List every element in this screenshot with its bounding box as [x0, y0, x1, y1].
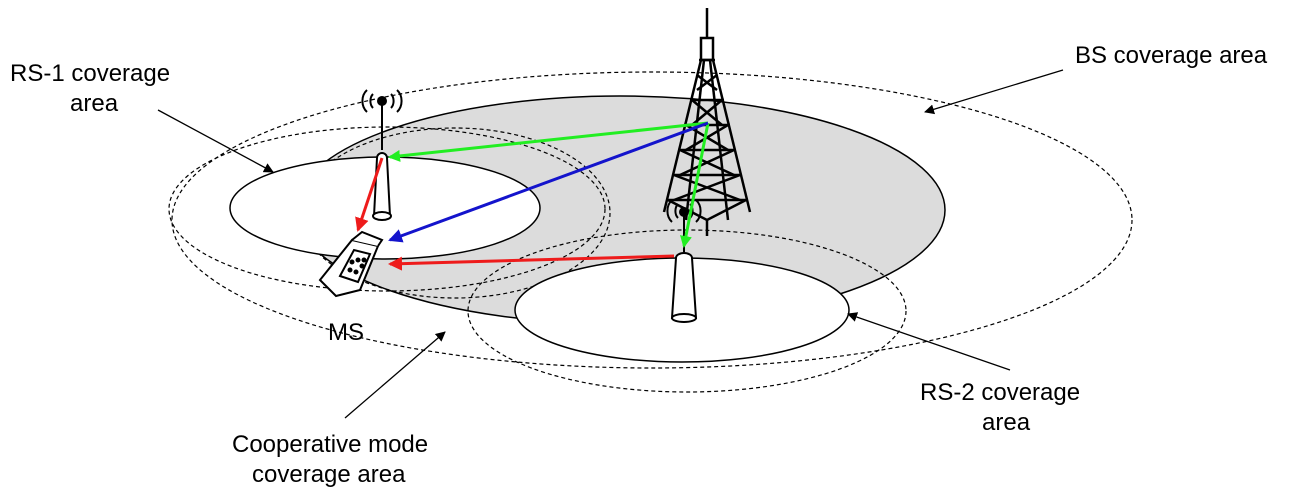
- coop-label-line2: coverage area: [252, 461, 406, 488]
- bs-to-rs2-link: [680, 122, 710, 248]
- cooperative-coverage-boundary: [171, 71, 1133, 369]
- bs-to-rs1-link: [388, 121, 709, 162]
- rs1-label-pointer: [157, 109, 274, 173]
- bs-label-pointer: [924, 69, 1064, 115]
- coop-label-line1: Cooperative mode: [232, 431, 428, 458]
- rs2-label-line2: area: [982, 409, 1031, 436]
- coop-label-pointer: [344, 331, 446, 419]
- mobile-station-icon: [318, 230, 384, 298]
- rs1-to-ms-link: [355, 157, 384, 232]
- rs2-label-pointer: [847, 312, 1011, 371]
- rs2-label-line1: RS-2 coverage: [920, 379, 1080, 406]
- bs-label: BS coverage area: [1075, 42, 1268, 69]
- rs1-dashed-area-inner: [299, 127, 611, 299]
- base-station-tower-icon: [662, 8, 752, 236]
- ms-label: MS: [328, 319, 364, 346]
- rs1-label-line1: RS-1 coverage: [10, 60, 170, 87]
- bs-to-ms-link: [388, 121, 709, 243]
- rs1-dashed-area-outer: [168, 126, 606, 292]
- rs1-label-line2: area: [70, 90, 119, 117]
- rs2-to-ms-link: [388, 254, 675, 271]
